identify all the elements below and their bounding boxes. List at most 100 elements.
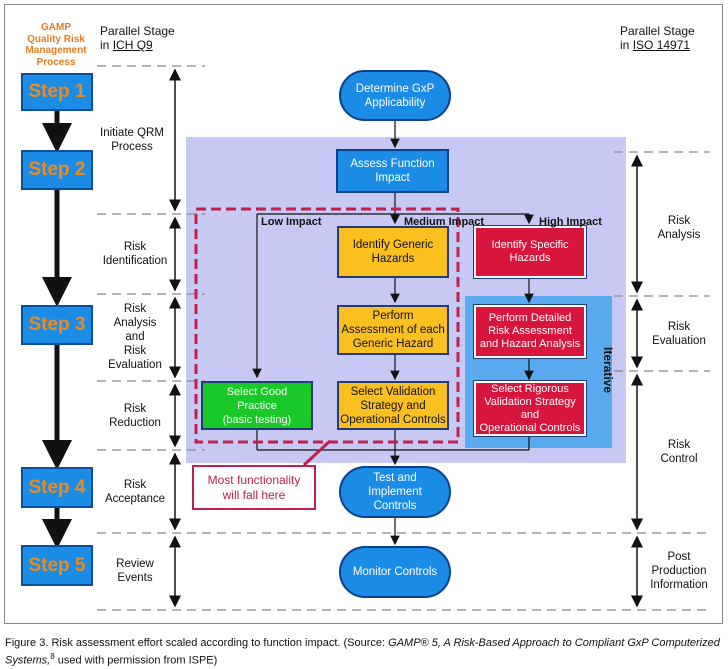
- ich-review-events: Review Events: [97, 557, 173, 585]
- callout-line: will fall here: [222, 487, 286, 502]
- caption-source-title: GAMP® 5, A Risk-Based Approach to Compli…: [5, 637, 720, 667]
- stage-line: Evaluation: [652, 335, 706, 347]
- stage-line: Risk: [123, 303, 147, 315]
- box-line: Generic Hazard: [352, 338, 434, 350]
- iso-risk-analysis: Risk Analysis: [642, 214, 716, 242]
- stage-line: Risk: [667, 321, 691, 333]
- ich-q9-header: Parallel Stage in ICH Q9: [100, 24, 200, 52]
- box-line: Risk Assessment: [488, 325, 572, 337]
- box-line: Operational Controls: [479, 421, 581, 434]
- gamp-title-line: Process: [36, 56, 76, 68]
- caption-reference: 8: [50, 652, 55, 661]
- step-label: Step 3: [28, 314, 86, 335]
- ich-q9-link: ICH Q9: [112, 38, 153, 52]
- step-label: Step 5: [28, 554, 86, 576]
- box-line: Operational Controls: [340, 413, 446, 426]
- box-line: Validation Strategy and: [484, 395, 576, 421]
- low-impact-label: Low Impact: [261, 216, 322, 228]
- iso-14971-link: ISO 14971: [632, 38, 691, 52]
- stage-line: Risk: [123, 345, 147, 357]
- box-line: Controls: [373, 500, 417, 512]
- box-line: Hazards: [509, 252, 551, 264]
- box-line: and Hazard Analysis: [479, 338, 581, 350]
- stage-line: Process: [111, 141, 153, 153]
- ich-initiate-qrm: Initiate QRM Process: [97, 126, 167, 154]
- stage-line: Analysis: [657, 229, 701, 241]
- stage-line: Acceptance: [104, 493, 166, 505]
- iso-14971-header: Parallel Stage in ISO 14971: [620, 24, 720, 52]
- figure-caption: Figure 3. Risk assessment effort scaled …: [5, 636, 720, 668]
- ich-risk-identification: Risk Identification: [97, 240, 173, 268]
- stage-line: Risk: [123, 403, 147, 415]
- high-impact-label: High Impact: [539, 216, 602, 228]
- stage-line: Risk: [667, 439, 691, 451]
- iso-risk-evaluation: Risk Evaluation: [642, 320, 716, 348]
- box-line: Identify Specific: [491, 239, 569, 251]
- box-line: (basic testing): [222, 413, 292, 426]
- gamp-title-line: GAMP: [41, 22, 71, 33]
- step-label: Step 2: [28, 159, 86, 180]
- step-5: Step 5: [21, 545, 93, 586]
- caption-text: used with permission from ISPE): [54, 654, 218, 667]
- box-line: Select Good: [226, 385, 288, 398]
- iterative-label: Iterative: [601, 346, 615, 394]
- box-line: Implement: [368, 486, 422, 498]
- box-line: Select Validation: [350, 385, 436, 398]
- gamp-title-line: Quality Risk: [27, 33, 85, 45]
- stage-line: Risk: [667, 215, 691, 227]
- box-line: Assess Function: [350, 158, 435, 170]
- box-line: Select Rigorous: [491, 382, 569, 395]
- step-1: Step 1: [21, 73, 93, 111]
- step-4: Step 4: [21, 467, 93, 508]
- iso-header-line1: Parallel Stage: [620, 24, 695, 38]
- box-line: Practice: [237, 399, 277, 412]
- box-line: Determine GxP: [355, 82, 435, 95]
- box-line: Hazards: [371, 253, 415, 265]
- box-line: Strategy and: [360, 399, 426, 412]
- stage-line: Identification: [102, 255, 168, 267]
- stage-line: Production: [651, 565, 707, 577]
- step-label: Step 4: [28, 476, 86, 498]
- iso-post-production: Post Production Information: [642, 550, 716, 592]
- box-line: Perform: [372, 310, 414, 322]
- stage-line: Post: [667, 551, 691, 563]
- box-line: Perform Detailed: [488, 312, 572, 324]
- stage-line: Control: [660, 453, 698, 465]
- box-line: Applicability: [364, 96, 426, 109]
- gamp-title-line: Management: [25, 45, 87, 56]
- stage-line: Evaluation: [108, 359, 162, 371]
- caption-text: Figure 3. Risk assessment effort scaled …: [5, 637, 389, 649]
- iso-header-prefix: in: [620, 38, 633, 52]
- step-3: Step 3: [21, 305, 93, 345]
- ich-header-line2: in ICH Q9: [100, 38, 200, 52]
- gamp-title: GAMP Quality Risk Management Process: [14, 22, 98, 68]
- ich-risk-reduction: Risk Reduction: [97, 402, 173, 430]
- stage-line: and: [125, 331, 145, 343]
- ich-header-prefix: in: [100, 38, 113, 52]
- box-line: Identify Generic: [352, 239, 434, 251]
- stage-line: Reduction: [109, 417, 161, 429]
- stage-line: Risk: [123, 479, 147, 491]
- box-line: Test and: [373, 472, 417, 484]
- callout-line: Most functionality: [207, 472, 301, 487]
- ich-header-line1: Parallel Stage: [100, 24, 175, 38]
- stage-line: Information: [650, 579, 708, 591]
- step-2: Step 2: [21, 150, 93, 190]
- iso-risk-control: Risk Control: [642, 438, 716, 466]
- box-line: Assessment of each: [341, 324, 445, 336]
- step-label: Step 1: [28, 81, 86, 102]
- box-line: Impact: [375, 172, 410, 184]
- ich-risk-acceptance: Risk Acceptance: [97, 478, 173, 506]
- stage-line: Analysis: [113, 317, 157, 329]
- iso-header-line2: in ISO 14971: [620, 38, 720, 52]
